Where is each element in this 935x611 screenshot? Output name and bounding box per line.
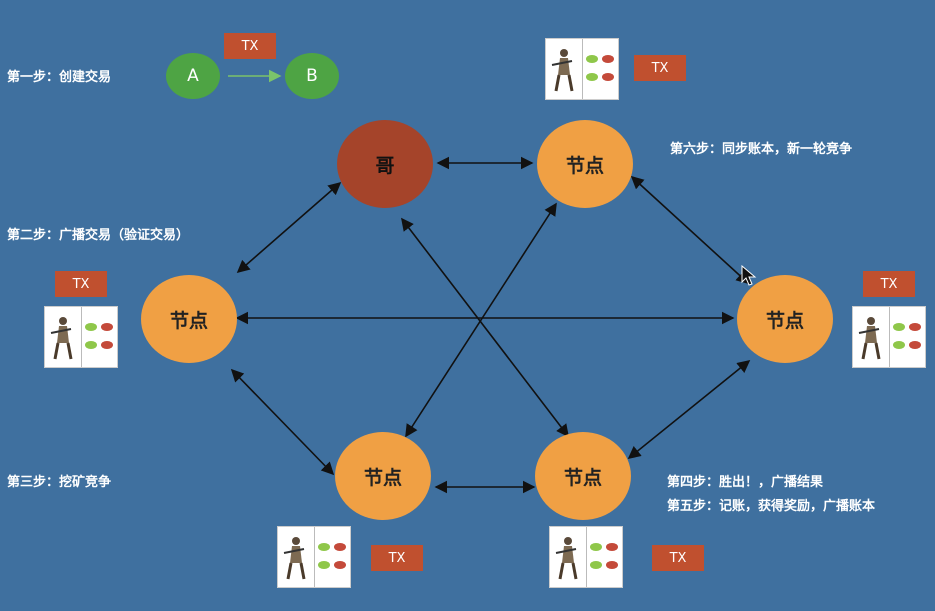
coins-icon bbox=[582, 39, 618, 99]
step-2-label: 第二步：广播交易（验证交易） bbox=[7, 228, 190, 243]
tx-badge-bottom-left: TX bbox=[371, 545, 423, 571]
node-bottom-left: 节点 bbox=[335, 432, 431, 520]
edge-left-bottomleft bbox=[230, 368, 335, 476]
miner-figure-icon bbox=[853, 307, 889, 367]
miner-figure-icon bbox=[278, 527, 314, 587]
node-bottom-right: 节点 bbox=[535, 432, 631, 520]
coins-icon bbox=[889, 307, 925, 367]
edge-right-bottomright bbox=[627, 359, 751, 460]
step-4-label: 第四步：胜出！，广播结果 bbox=[667, 475, 824, 490]
node-right: 节点 bbox=[737, 275, 833, 363]
coins-icon bbox=[81, 307, 117, 367]
tx-badge-bottom-right: TX bbox=[652, 545, 704, 571]
step-3-label: 第三步：挖矿竞争 bbox=[7, 475, 112, 490]
edge-topleft-bottomright bbox=[401, 217, 569, 438]
node-top-right: 节点 bbox=[537, 120, 633, 208]
node-left: 节点 bbox=[141, 275, 237, 363]
miner-figure-icon bbox=[546, 39, 582, 99]
miner-image-left bbox=[44, 306, 118, 368]
miner-figure-icon bbox=[550, 527, 586, 587]
miner-image-right bbox=[852, 306, 926, 368]
edge-topright-bottomleft bbox=[405, 202, 557, 438]
coins-icon bbox=[586, 527, 622, 587]
step-6-label: 第六步：同步账本，新一轮竞争 bbox=[670, 142, 853, 157]
edge-topright-right bbox=[630, 175, 750, 285]
tx-badge-left: TX bbox=[55, 271, 107, 297]
tx-badge-top-right: TX bbox=[634, 55, 686, 81]
step-1-label: 第一步：创建交易 bbox=[7, 70, 112, 85]
coins-icon bbox=[314, 527, 350, 587]
wallet-a-node: A bbox=[166, 53, 220, 99]
step-5-label: 第五步：记账，获得奖励，广播账本 bbox=[667, 499, 876, 514]
miner-figure-icon bbox=[45, 307, 81, 367]
edge-left-topleft bbox=[236, 181, 342, 274]
miner-image-bottom-left bbox=[277, 526, 351, 588]
tx-badge-create: TX bbox=[224, 33, 276, 59]
wallet-b-node: B bbox=[285, 53, 339, 99]
miner-image-top-right bbox=[545, 38, 619, 100]
winner-node: 哥 bbox=[337, 120, 433, 208]
miner-image-bottom-right bbox=[549, 526, 623, 588]
mouse-cursor-icon bbox=[741, 265, 757, 286]
tx-badge-right: TX bbox=[863, 271, 915, 297]
